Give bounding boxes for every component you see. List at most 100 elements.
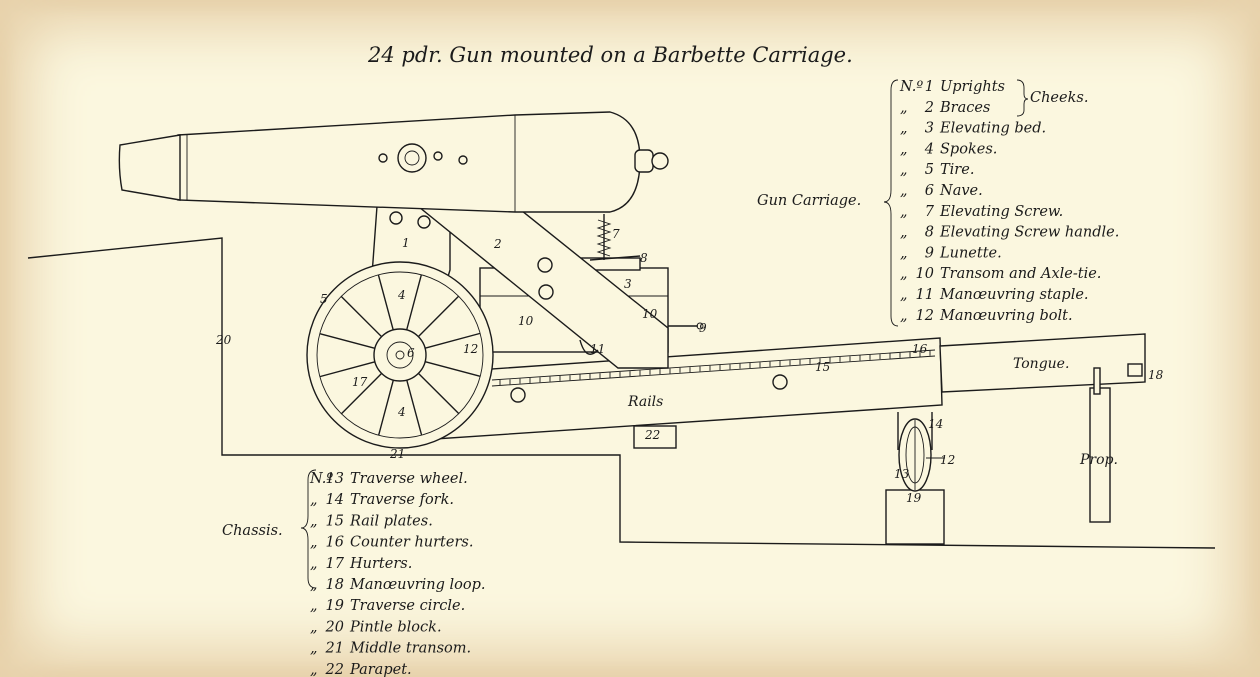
- legend-number: 17: [326, 556, 345, 572]
- legend-label: Hurters.: [349, 556, 412, 572]
- legend-number: 22: [325, 662, 344, 677]
- legend-number: 12: [916, 308, 934, 324]
- callout-number: 12: [940, 453, 955, 467]
- legend-label: Lunette.: [939, 245, 1002, 261]
- legend-label: Spokes.: [940, 141, 997, 157]
- legend-number: 9: [925, 245, 934, 261]
- legend-label: Rail plates.: [349, 513, 433, 529]
- callout-number: 1: [402, 236, 410, 250]
- wheel-spoke: [424, 361, 481, 378]
- callout-number: 3: [624, 277, 632, 291]
- legend-number: 19: [326, 598, 344, 614]
- legend-number: 20: [325, 619, 344, 635]
- legend-label: Traverse circle.: [350, 598, 465, 614]
- callout-number: 15: [815, 360, 830, 374]
- chassis-group-label: Chassis.: [222, 523, 283, 539]
- legend-number: 11: [916, 287, 934, 303]
- legend-label: Braces: [939, 100, 990, 116]
- legend-label: Elevating Screw handle.: [939, 225, 1119, 241]
- trunnion: [378, 143, 468, 173]
- legend-label: Parapet.: [349, 662, 412, 677]
- callout-number: 22: [644, 428, 660, 442]
- manoeuvring-staple: [579, 339, 599, 355]
- callout-number: 19: [906, 491, 922, 505]
- callout-number: 4: [397, 405, 406, 419]
- gun-carriage-group-label: Gun Carriage.: [757, 193, 861, 209]
- legend-label: Traverse wheel.: [350, 471, 468, 487]
- prop-label: Prop.: [1079, 452, 1118, 468]
- wheel-spoke: [417, 372, 460, 415]
- legend-prefix: „: [900, 245, 908, 261]
- wheel-spoke: [377, 379, 394, 436]
- callout-number: 12: [463, 342, 478, 356]
- legend-number: 2: [924, 100, 934, 116]
- callout-number: 11: [590, 342, 605, 356]
- callout-number: 2: [493, 237, 502, 251]
- callout-number: 7: [612, 227, 620, 241]
- legend-number: 1: [925, 79, 934, 95]
- callout-number: 14: [928, 417, 943, 431]
- callout-number: 8: [640, 251, 648, 265]
- legend-number: 4: [924, 141, 934, 157]
- wheel-spoke: [406, 379, 423, 436]
- legend-label: Elevating Screw.: [939, 204, 1063, 220]
- legend-prefix: „: [900, 162, 908, 178]
- wheel-spoke: [424, 332, 481, 349]
- legend-number: 5: [925, 162, 934, 178]
- legend-number: 3: [925, 121, 934, 137]
- legend-number: 14: [326, 492, 344, 508]
- legend-number: 13: [326, 471, 344, 487]
- legend-prefix: „: [310, 535, 318, 551]
- diagram-title: 24 pdr. Gun mounted on a Barbette Carria…: [367, 43, 853, 67]
- wheel-spoke: [319, 361, 376, 378]
- tongue-label: Tongue.: [1013, 356, 1069, 372]
- legend-prefix: „: [310, 513, 318, 529]
- callout-number: 17: [352, 375, 368, 389]
- carriage-wheel: [306, 261, 494, 449]
- legend-number: 18: [326, 577, 344, 593]
- legend-label: Manœuvring bolt.: [939, 308, 1073, 324]
- callout-number: 16: [912, 342, 928, 356]
- chassis-prop: [1089, 367, 1111, 523]
- rails-label: Rails: [627, 394, 663, 410]
- legend-prefix: „: [310, 492, 318, 508]
- callout-number: 10: [642, 307, 658, 321]
- wheel-spoke: [377, 274, 394, 331]
- legend-label: Elevating bed.: [939, 121, 1046, 137]
- legend-prefix: „: [900, 100, 908, 116]
- wheel-spoke: [406, 274, 423, 331]
- wheel-spoke: [417, 295, 460, 338]
- legend-prefix: N.º: [899, 79, 923, 95]
- legend-prefix: „: [310, 641, 318, 657]
- callout-number: 13: [894, 467, 910, 481]
- traverse-assembly: [885, 412, 945, 545]
- legend-prefix: „: [900, 225, 908, 241]
- callout-number: 4: [397, 288, 406, 302]
- callout-number: 6: [407, 346, 415, 360]
- legend-prefix: „: [310, 577, 318, 593]
- wheel-spoke: [319, 332, 376, 349]
- callout-number: 10: [518, 314, 534, 328]
- legend-prefix: „: [310, 598, 318, 614]
- legend-label: Middle transom.: [349, 641, 471, 657]
- legend-number: 15: [326, 513, 344, 529]
- legend-prefix: „: [900, 287, 908, 303]
- legend-label: Traverse fork.: [350, 492, 454, 508]
- legend-number: 16: [326, 535, 344, 551]
- callout-number: 18: [1148, 368, 1164, 382]
- legend-label: Tire.: [940, 162, 974, 178]
- legend-label: Nave.: [939, 183, 983, 199]
- legend-prefix: „: [900, 183, 908, 199]
- lunette: [668, 322, 704, 330]
- legend-prefix: „: [900, 308, 908, 324]
- legend-label: Manœuvring loop.: [349, 577, 485, 593]
- callout-number: 9: [699, 321, 707, 335]
- legend-prefix: „: [900, 204, 908, 220]
- legend-number: 10: [916, 266, 934, 282]
- legend-label: Uprights: [940, 79, 1005, 95]
